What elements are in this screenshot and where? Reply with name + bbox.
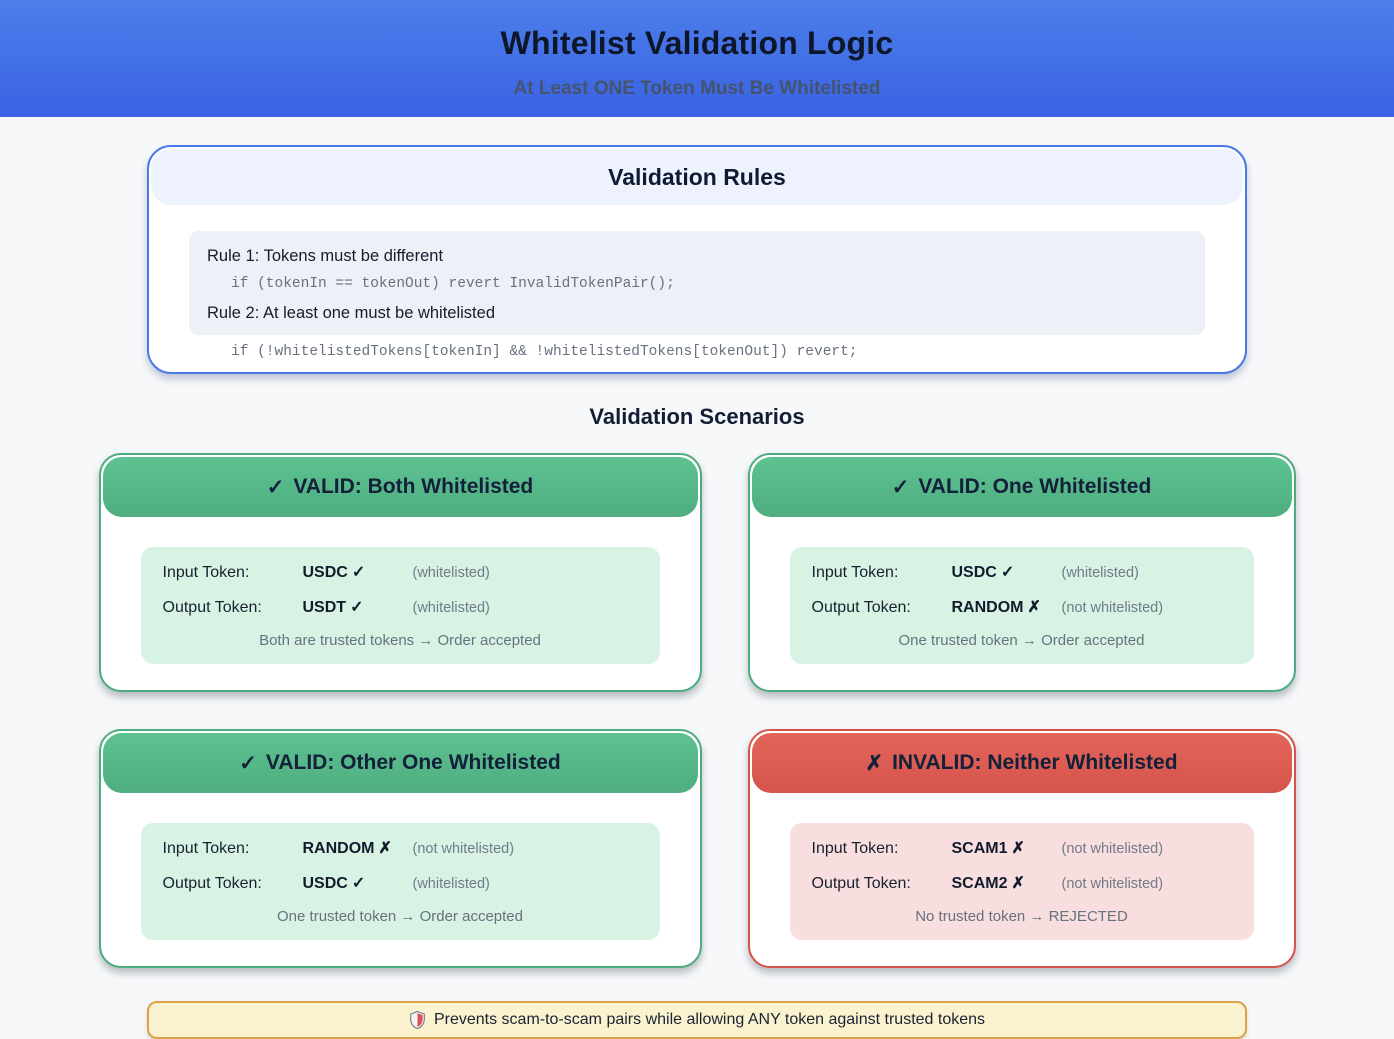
token-symbol: USDC [951, 564, 997, 581]
validation-rules-header: Validation Rules [151, 149, 1243, 205]
scenario-title: INVALID: Neither Whitelisted [892, 751, 1178, 774]
token-row-value: USDC✓ [303, 873, 413, 893]
check-icon: ✓ [1000, 564, 1015, 581]
token-row-note: (not whitelisted) [1061, 841, 1164, 857]
token-row: Input Token: USDC✓ (whitelisted) [163, 562, 638, 582]
scenario-body: Input Token: SCAM1✗ (not whitelisted) Ou… [752, 793, 1292, 964]
token-row-label: Output Token: [811, 875, 911, 892]
token-row: Output Token: RANDOM✗ (not whitelisted) [812, 597, 1232, 617]
token-row: Output Token: USDT✓ (whitelisted) [163, 597, 638, 617]
scenario-body: Input Token: USDC✓ (whitelisted) Output … [103, 517, 698, 688]
token-row: Input Token: USDC✓ (whitelisted) [812, 562, 1232, 582]
token-row-note: (whitelisted) [412, 565, 490, 581]
token-row: Input Token: SCAM1✗ (not whitelisted) [812, 838, 1232, 858]
scenarios-heading: Validation Scenarios [589, 404, 805, 429]
page-subtitle: At Least ONE Token Must Be Whitelisted [513, 78, 881, 99]
token-info-box: Input Token: SCAM1✗ (not whitelisted) Ou… [789, 823, 1254, 940]
token-info-box: Input Token: USDC✓ (whitelisted) Output … [140, 547, 660, 664]
scenario-card-other-one-whitelisted: ✓ VALID: Other One Whitelisted Input Tok… [98, 729, 702, 968]
scenario-card-neither-whitelisted: ✗ INVALID: Neither Whitelisted Input Tok… [747, 729, 1296, 968]
token-row-label: Output Token: [162, 875, 262, 892]
scenarios-grid: ✓ VALID: Both Whitelisted Input Token: U… [98, 453, 1296, 968]
footer-text: Prevents scam-to-scam pairs while allowi… [433, 1011, 986, 1028]
scenario-body: Input Token: USDC✓ (whitelisted) Output … [752, 517, 1292, 688]
token-symbol: USDC [302, 564, 348, 581]
validation-rules-title: Validation Rules [608, 163, 786, 190]
token-row: Output Token: USDC✓ (whitelisted) [163, 873, 638, 893]
check-icon: ✓ [239, 751, 257, 775]
token-row-label: Input Token: [162, 564, 250, 581]
token-row-value: USDT✓ [303, 597, 413, 617]
token-row: Output Token: SCAM2✗ (not whitelisted) [812, 873, 1232, 893]
token-info-box: Input Token: RANDOM✗ (not whitelisted) O… [140, 823, 660, 940]
scenario-title: VALID: Other One Whitelisted [265, 751, 561, 774]
token-row-value: USDC✓ [303, 562, 413, 582]
token-info-box: Input Token: USDC✓ (whitelisted) Output … [789, 547, 1254, 664]
scenario-result: No trusted token → REJECTED [915, 908, 1128, 925]
rule-1-code: if (tokenIn == tokenOut) revert InvalidT… [231, 276, 675, 292]
validation-rules-card: Validation Rules Rule 1: Tokens must be … [147, 145, 1247, 374]
cross-icon: ✗ [865, 751, 884, 775]
token-row-note: (whitelisted) [1061, 565, 1139, 581]
token-row-label: Output Token: [162, 599, 262, 616]
token-row-label: Input Token: [811, 564, 899, 581]
page-header: Whitelist Validation Logic At Least ONE … [0, 0, 1394, 117]
scenario-body: Input Token: RANDOM✗ (not whitelisted) O… [103, 793, 698, 964]
cross-icon: ✗ [1011, 840, 1025, 857]
scenario-title: VALID: One Whitelisted [918, 475, 1152, 498]
token-row-value: USDC✓ [952, 562, 1062, 582]
scenario-result: One trusted token → Order accepted [277, 908, 523, 925]
token-symbol: SCAM1 [951, 840, 1008, 857]
check-icon: ✓ [266, 475, 285, 499]
token-symbol: USDT [302, 599, 347, 616]
check-icon: ✓ [350, 599, 364, 616]
scenario-result: Both are trusted tokens → Order accepted [259, 632, 541, 649]
scenario-result: One trusted token → Order accepted [898, 632, 1145, 649]
token-row-note: (not whitelisted) [1061, 876, 1164, 892]
token-row-value: RANDOM✗ [952, 597, 1062, 617]
scenario-title: VALID: Both Whitelisted [293, 475, 534, 498]
scenario-header: ✓ VALID: One Whitelisted [751, 457, 1292, 517]
footer-note: Prevents scam-to-scam pairs while allowi… [147, 1001, 1247, 1039]
rules-panel: Rule 1: Tokens must be different if (tok… [189, 231, 1205, 335]
cross-icon: ✗ [1011, 875, 1025, 892]
token-symbol: RANDOM [951, 599, 1024, 616]
token-row-note: (whitelisted) [412, 876, 490, 892]
scenario-header: ✓ VALID: Both Whitelisted [102, 457, 698, 517]
token-row-value: SCAM1✗ [952, 838, 1062, 858]
validation-rules-body: Rule 1: Tokens must be different if (tok… [151, 205, 1243, 370]
token-row-note: (not whitelisted) [412, 841, 515, 857]
scenario-header: ✓ VALID: Other One Whitelisted [102, 733, 698, 793]
token-row-label: Output Token: [811, 599, 911, 616]
rule-2-label: Rule 2: At least one must be whitelisted [207, 304, 495, 322]
token-row-label: Input Token: [162, 840, 250, 857]
page-title: Whitelist Validation Logic [500, 25, 894, 61]
token-row-note: (not whitelisted) [1061, 600, 1164, 616]
token-row-note: (whitelisted) [412, 600, 490, 616]
rule-2-code: if (!whitelistedTokens[tokenIn] && !whit… [231, 344, 858, 360]
scenario-card-one-whitelisted: ✓ VALID: One Whitelisted Input Token: US… [747, 453, 1296, 692]
rule-1-label: Rule 1: Tokens must be different [207, 247, 444, 265]
cross-icon: ✗ [1027, 599, 1041, 616]
token-row: Input Token: RANDOM✗ (not whitelisted) [163, 838, 638, 858]
cross-icon: ✗ [378, 840, 392, 857]
token-row-label: Input Token: [811, 840, 899, 857]
token-symbol: RANDOM [302, 840, 375, 857]
token-row-value: SCAM2✗ [952, 873, 1062, 893]
check-icon: ✓ [891, 475, 910, 499]
token-symbol: USDC [302, 875, 348, 892]
scenario-header: ✗ INVALID: Neither Whitelisted [751, 733, 1292, 793]
scenario-card-both-whitelisted: ✓ VALID: Both Whitelisted Input Token: U… [98, 453, 702, 692]
token-row-value: RANDOM✗ [303, 838, 413, 858]
token-symbol: SCAM2 [951, 875, 1008, 892]
check-icon: ✓ [351, 875, 366, 892]
check-icon: ✓ [351, 564, 366, 581]
shield-icon [409, 1010, 426, 1030]
